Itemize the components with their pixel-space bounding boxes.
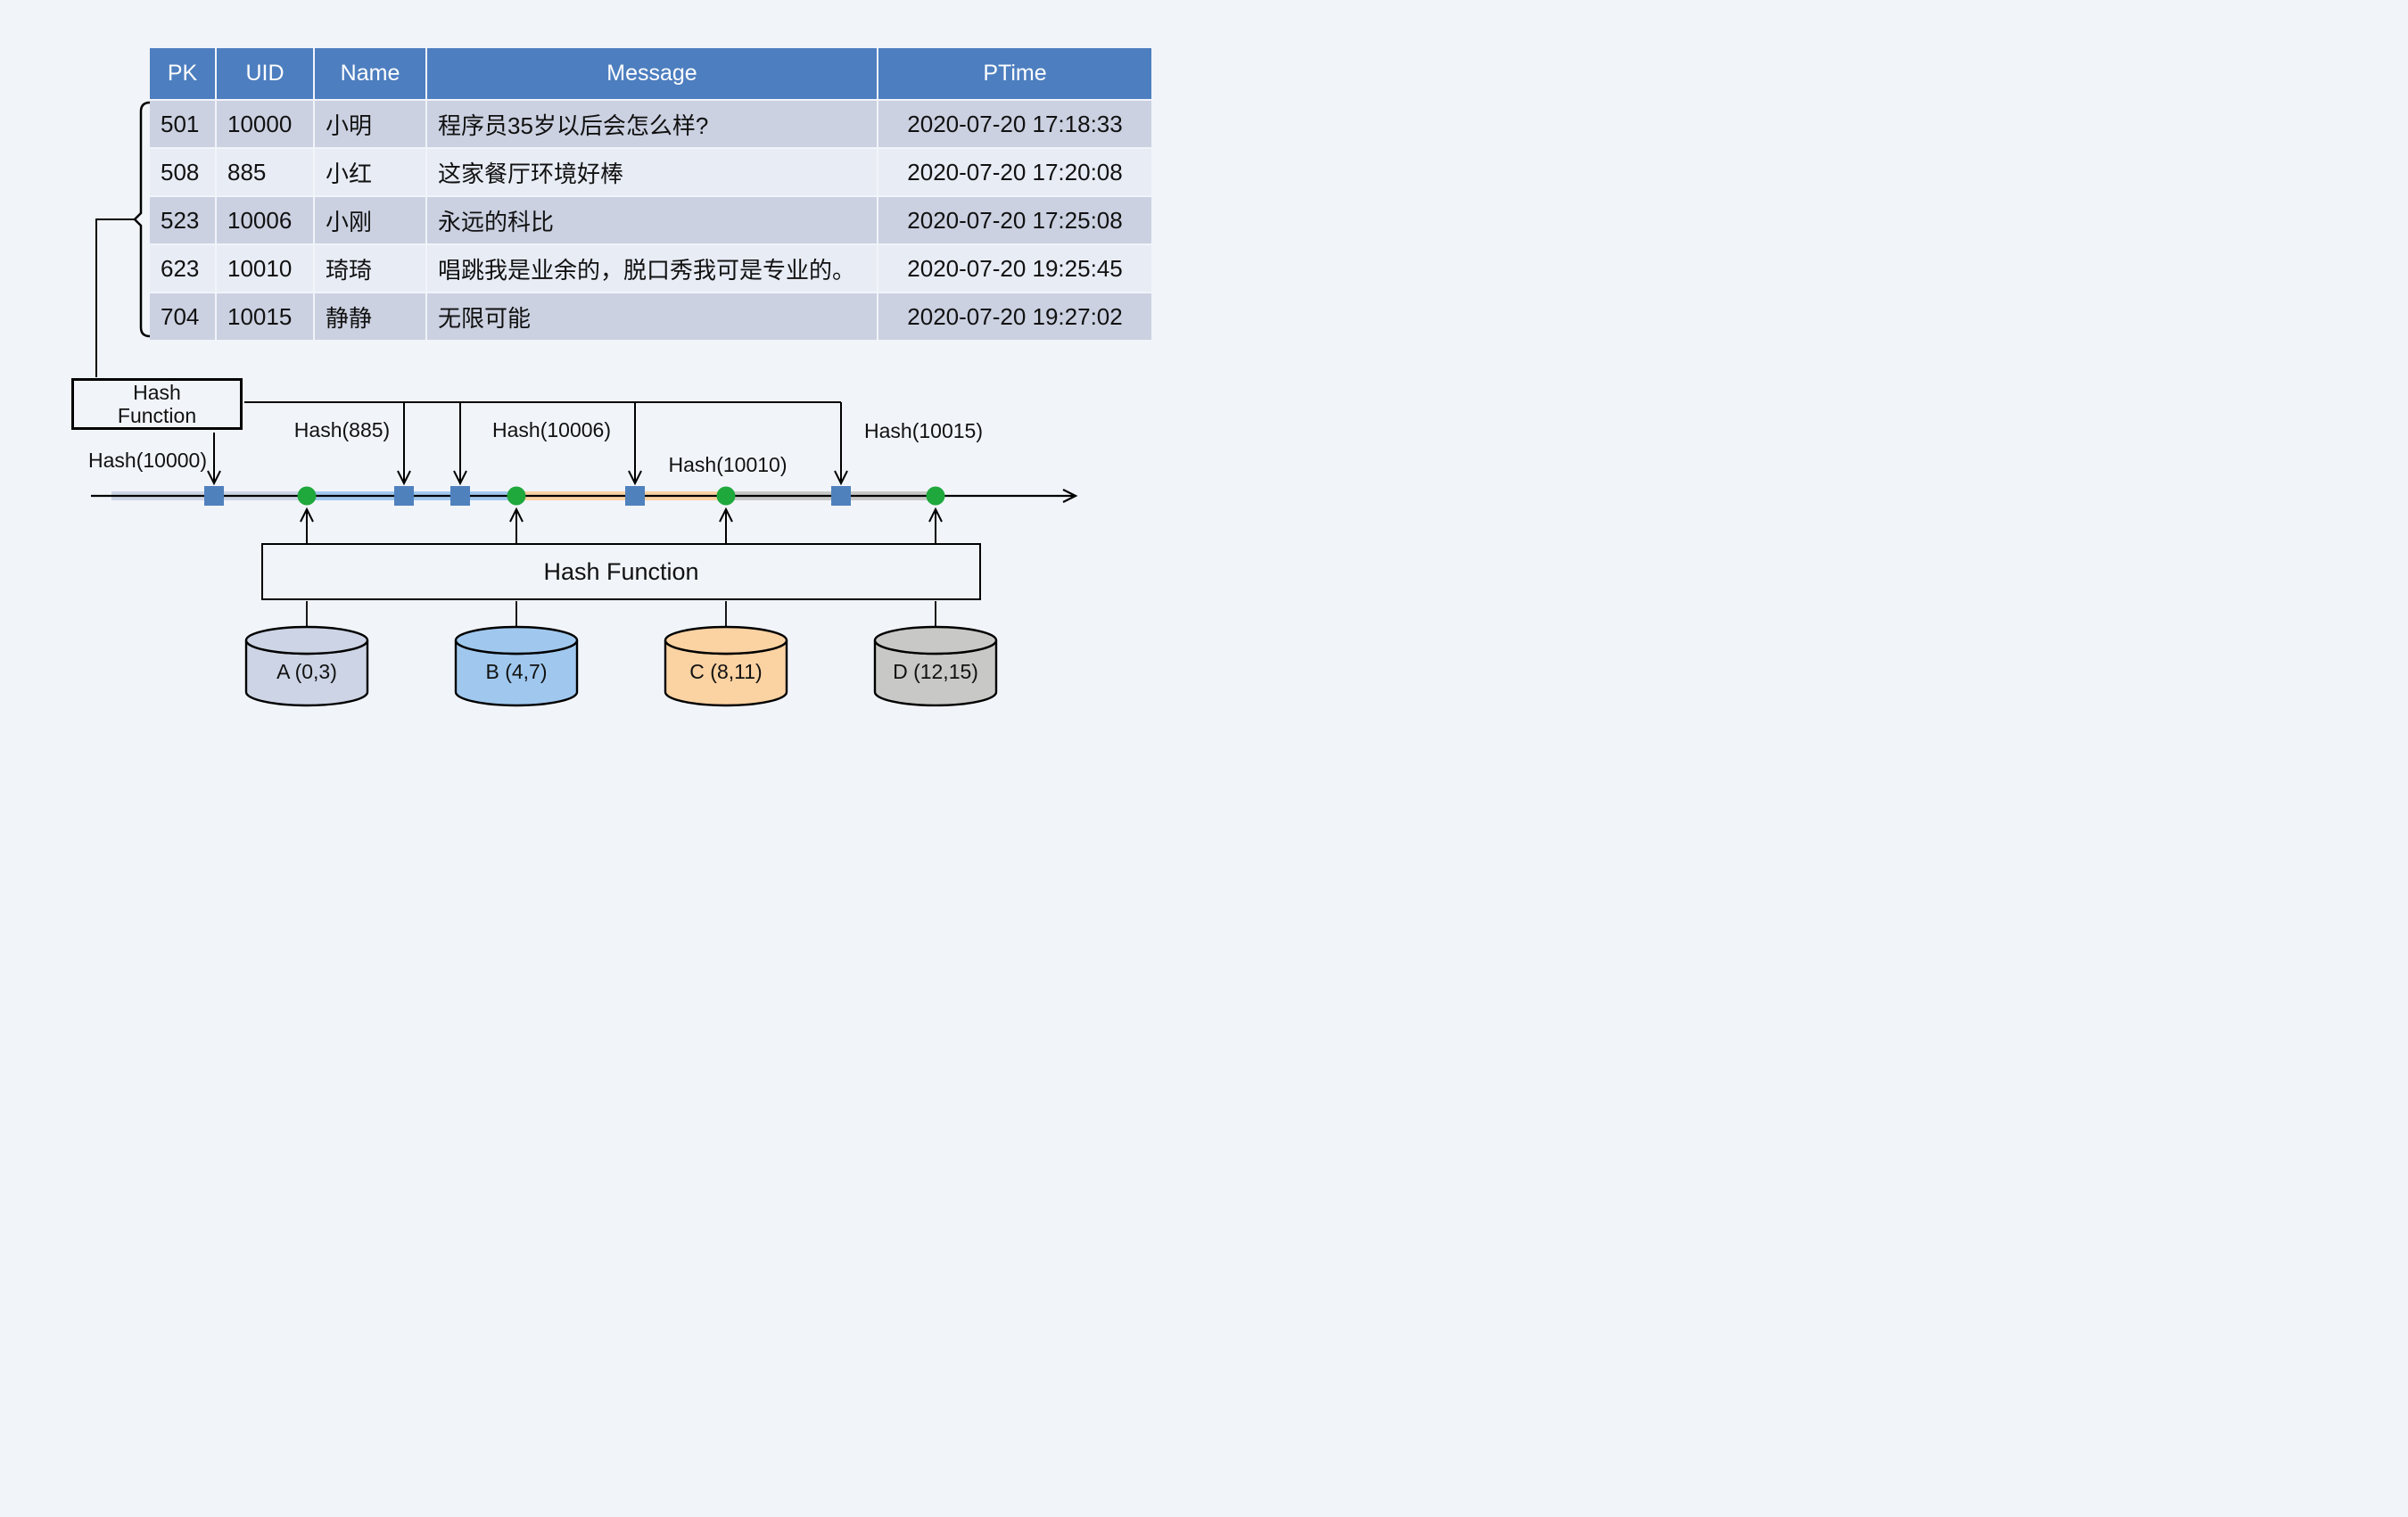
- boundary-marker-b: [507, 486, 526, 506]
- hash-call-label-10015: Hash(10015): [864, 419, 983, 442]
- cell-ptime: 2020-07-20 17:20:08: [878, 149, 1151, 195]
- column-header-ptime: PTime: [878, 48, 1151, 99]
- diagram-canvas: [91, 101, 1078, 707]
- cell-uid: 10006: [217, 197, 313, 243]
- cell-message: 程序员35岁以后会怎么样?: [427, 101, 877, 147]
- boundary-marker-c: [716, 486, 736, 506]
- cell-message: 这家餐厅环境好棒: [427, 149, 877, 195]
- arrow-hash-10010: [628, 402, 642, 486]
- cell-message: 无限可能: [427, 293, 877, 340]
- cell-ptime: 2020-07-20 17:25:08: [878, 197, 1151, 243]
- boundary-marker-d: [926, 486, 945, 506]
- hash-function-box-bottom: Hash Function: [261, 543, 981, 600]
- record-marker-10000: [204, 486, 224, 506]
- cell-name: 静静: [315, 293, 425, 340]
- arrow-boundary-c: [719, 507, 733, 543]
- hash-sharding-diagram-page: { "page": { "background": "#f1f4f9" }, "…: [0, 0, 1204, 759]
- cell-pk: 523: [150, 197, 215, 243]
- shard-label-d: D (12,15): [893, 660, 978, 683]
- cell-name: 琦琦: [315, 245, 425, 292]
- arrow-hash-10006: [453, 402, 467, 486]
- cell-uid: 10010: [217, 245, 313, 292]
- cell-pk: 501: [150, 101, 215, 147]
- database-cylinder-a-top: [244, 625, 369, 655]
- database-cylinder-d-top: [873, 625, 998, 655]
- hash-function-box-top-line1: Hash: [133, 381, 181, 404]
- arrow-boundary-b: [509, 507, 524, 543]
- cell-name: 小红: [315, 149, 425, 195]
- shard-label-c: C (8,11): [689, 660, 763, 683]
- shard-label-a: A (0,3): [276, 660, 337, 683]
- cell-pk: 704: [150, 293, 215, 340]
- column-header-pk: PK: [150, 48, 215, 99]
- message-table: PK UID Name Message PTime 501 10000 小明 程…: [150, 48, 1151, 340]
- database-cylinder-b-top: [454, 625, 579, 655]
- record-marker-10010: [625, 486, 645, 506]
- arrow-hash-10015: [834, 402, 848, 486]
- arrow-hash-10000: [207, 433, 221, 486]
- cell-message: 唱跳我是业余的，脱口秀我可是专业的。: [427, 245, 877, 292]
- column-header-uid: UID: [217, 48, 313, 99]
- hash-call-label-10006: Hash(10006): [492, 418, 611, 441]
- shard-label-b: B (4,7): [485, 660, 548, 683]
- hash-call-label-885: Hash(885): [293, 418, 391, 441]
- record-marker-10006: [450, 486, 470, 506]
- hash-call-label-10010: Hash(10010): [668, 453, 788, 476]
- arrow-boundary-a: [300, 507, 314, 543]
- cell-uid: 10000: [217, 101, 313, 147]
- cell-uid: 10015: [217, 293, 313, 340]
- cell-name: 小明: [315, 101, 425, 147]
- record-marker-10015: [831, 486, 851, 506]
- hash-function-box-top-line2: Function: [117, 404, 197, 427]
- hash-function-box-top: Hash Function: [71, 378, 243, 430]
- cell-message: 永远的科比: [427, 197, 877, 243]
- arrow-boundary-d: [928, 507, 943, 543]
- boundary-marker-a: [297, 486, 317, 506]
- hash-value-axis: [91, 489, 1078, 503]
- database-cylinder-c-top: [664, 625, 788, 655]
- cell-uid: 885: [217, 149, 313, 195]
- shard-boundary-markers: [297, 486, 945, 506]
- cell-ptime: 2020-07-20 19:25:45: [878, 245, 1151, 292]
- cell-name: 小刚: [315, 197, 425, 243]
- table-rows-bracket: [133, 101, 151, 338]
- arrow-hash-885: [397, 402, 411, 486]
- cell-pk: 623: [150, 245, 215, 292]
- hash-function-box-bottom-label: Hash Function: [543, 557, 699, 585]
- column-header-message: Message: [427, 48, 877, 99]
- hash-call-label-10000: Hash(10000): [88, 449, 207, 472]
- record-marker-885: [394, 486, 414, 506]
- cell-ptime: 2020-07-20 17:18:33: [878, 101, 1151, 147]
- column-header-name: Name: [315, 48, 425, 99]
- cell-pk: 508: [150, 149, 215, 195]
- hashed-record-markers: [204, 486, 851, 506]
- bracket-to-hashbox-connector: [95, 218, 135, 377]
- cell-ptime: 2020-07-20 19:27:02: [878, 293, 1151, 340]
